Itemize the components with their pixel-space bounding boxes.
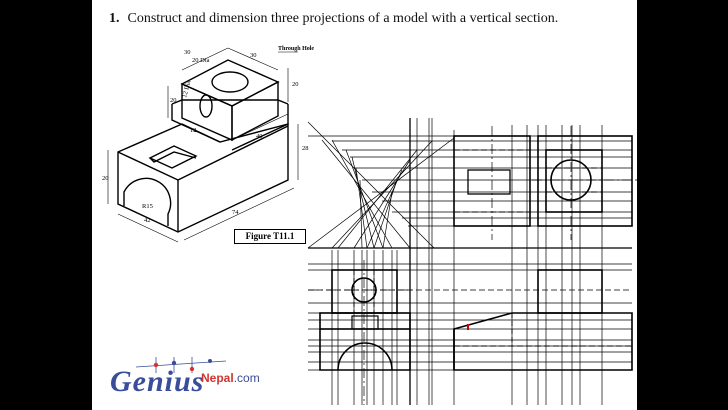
question-body: Construct and dimension three projection… xyxy=(127,11,559,26)
logo-nepal-text: Nepal.com xyxy=(201,371,260,385)
iso-cube-top xyxy=(180,59,280,107)
dim-74: 74 xyxy=(232,209,239,216)
dim-20-front: 20 xyxy=(102,175,109,182)
dim-20-dia: 20 Dia xyxy=(192,57,210,64)
view-top-right xyxy=(537,135,633,227)
view-bottom-right xyxy=(453,269,633,371)
iso-step-left xyxy=(171,104,221,143)
iso-base-outline xyxy=(117,123,289,233)
dim-42: 42 xyxy=(144,217,151,224)
figure-label: Figure T11.1 xyxy=(234,229,306,244)
iso-base-edge-1 xyxy=(117,151,179,181)
logo-nepal-part2: .com xyxy=(233,371,260,385)
dim-30-side: 30 xyxy=(250,52,257,59)
centerlines xyxy=(308,126,637,405)
dim-40: 40 xyxy=(256,133,263,140)
dim-28: 28 xyxy=(302,145,309,152)
logo-nepal-part1: Nepal xyxy=(201,371,234,385)
through-hole-callout: Through Hole xyxy=(278,46,314,52)
iso-dimension-labels: 30 20 Dia 30 20 12 Dia 20 12 40 28 20 R1… xyxy=(102,46,314,224)
view-side-arch xyxy=(337,342,393,371)
iso-side-hole xyxy=(199,94,213,118)
iso-slot-inner xyxy=(149,151,197,163)
dim-r15: R15 xyxy=(142,203,153,210)
isometric-view xyxy=(117,59,289,233)
dim-20-left: 20 xyxy=(170,97,177,104)
logo-atom-icon xyxy=(136,357,226,373)
dim-12: 12 xyxy=(190,127,197,134)
iso-base-edge-2 xyxy=(177,125,289,181)
iso-arch xyxy=(123,177,172,226)
construction-lines xyxy=(307,118,632,405)
slide-page: 1. Construct and dimension three projecti… xyxy=(92,0,637,410)
iso-dimension-lines xyxy=(107,47,299,243)
iso-step-back xyxy=(171,99,289,105)
genius-nepal-logo: Genius Nepal.com xyxy=(106,355,276,405)
dim-30-top: 30 xyxy=(184,49,191,56)
iso-slot xyxy=(148,145,198,169)
dim-12-dia: 12 Dia xyxy=(181,80,192,99)
iso-top-hole xyxy=(211,71,249,93)
dim-20-right: 20 xyxy=(292,81,299,88)
drawing-canvas: 30 20 Dia 30 20 12 Dia 20 12 40 28 20 R1… xyxy=(102,46,637,405)
question-text: 1. Construct and dimension three projecti… xyxy=(109,11,558,27)
iso-cube-right xyxy=(231,80,279,142)
logo-genius-text: Genius xyxy=(110,365,205,398)
question-number: 1. xyxy=(109,11,120,26)
